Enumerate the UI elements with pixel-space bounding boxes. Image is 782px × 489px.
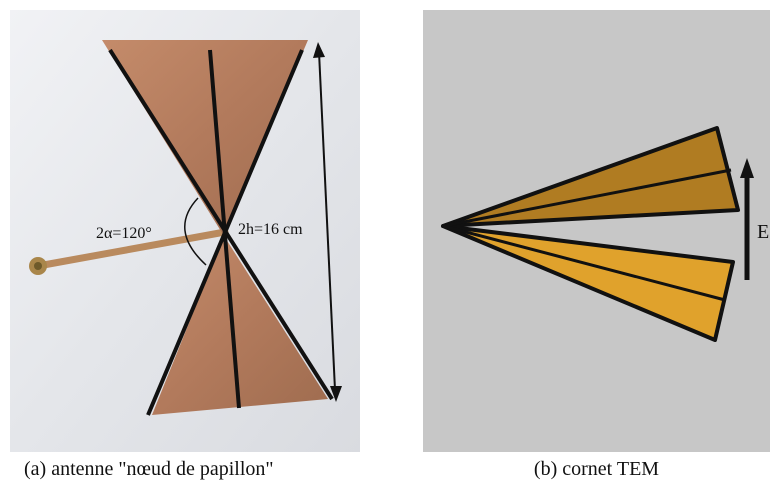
cone-edge-line-1 xyxy=(108,48,334,401)
e-field-arrowhead xyxy=(740,158,754,178)
upper-plate-midline xyxy=(442,168,732,228)
caption-bowtie: (a) antenne "nœud de papillon" xyxy=(24,458,274,480)
upper-copper-wing xyxy=(102,40,308,236)
e-field-label: E xyxy=(757,221,769,243)
upper-horn-plate xyxy=(441,126,740,228)
cone-axis-line xyxy=(208,49,241,409)
lower-copper-wing xyxy=(152,236,328,415)
connector-center xyxy=(34,262,42,270)
tem-horn-figure: E xyxy=(423,10,770,452)
caption-tem-horn: (b) cornet TEM xyxy=(533,458,660,480)
height-dimension-line xyxy=(318,51,336,391)
height-arrow-top xyxy=(313,42,325,58)
feed-line xyxy=(34,228,229,270)
angle-label: 2α=120° xyxy=(96,225,152,242)
bowtie-antenna-figure: 2α=120° 2h=16 cm xyxy=(10,10,360,452)
tem-horn-diagram: E xyxy=(423,10,770,452)
angle-arc xyxy=(184,197,207,266)
height-label: 2h=16 cm xyxy=(238,221,303,238)
bowtie-antenna-photo: 2α=120° 2h=16 cm xyxy=(10,10,360,452)
height-arrow-bottom xyxy=(330,386,342,402)
lower-plate-midline xyxy=(442,224,726,302)
